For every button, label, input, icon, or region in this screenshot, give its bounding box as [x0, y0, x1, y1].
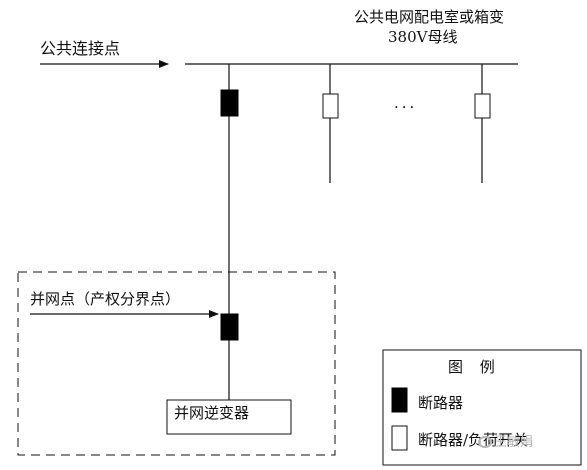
- grid-connection-circuit-breaker: [220, 313, 239, 341]
- wechat-icon: [478, 436, 492, 448]
- watermark-text: 王敏娟: [494, 435, 534, 450]
- busbar-circuit-breaker: [220, 89, 239, 117]
- grid-connection-point-label: 并网点（产权分界点）: [30, 290, 181, 308]
- legend-hollow-symbol: [391, 425, 408, 451]
- legend-circuit-breaker-label: 断路器: [418, 394, 464, 412]
- property-boundary-box: [17, 271, 336, 456]
- legend-filled-symbol: [391, 387, 408, 413]
- distribution-room-label: 公共电网配电室或箱变: [354, 8, 505, 26]
- busbar-label: 380V母线: [388, 28, 458, 46]
- legend-title: 图 例: [448, 358, 501, 376]
- legend-breaker-or-load-switch-label: 断路器/负荷开关: [418, 431, 529, 449]
- more-branches-ellipsis: ···: [394, 98, 418, 116]
- author-watermark: 王敏娟: [478, 431, 533, 450]
- branch-load-switch-2: [474, 93, 491, 119]
- public-connection-point-label: 公共连接点: [40, 39, 121, 58]
- inverter-box: [166, 399, 292, 435]
- branch-load-switch-1: [322, 93, 339, 119]
- inverter-label: 并网逆变器: [174, 404, 250, 422]
